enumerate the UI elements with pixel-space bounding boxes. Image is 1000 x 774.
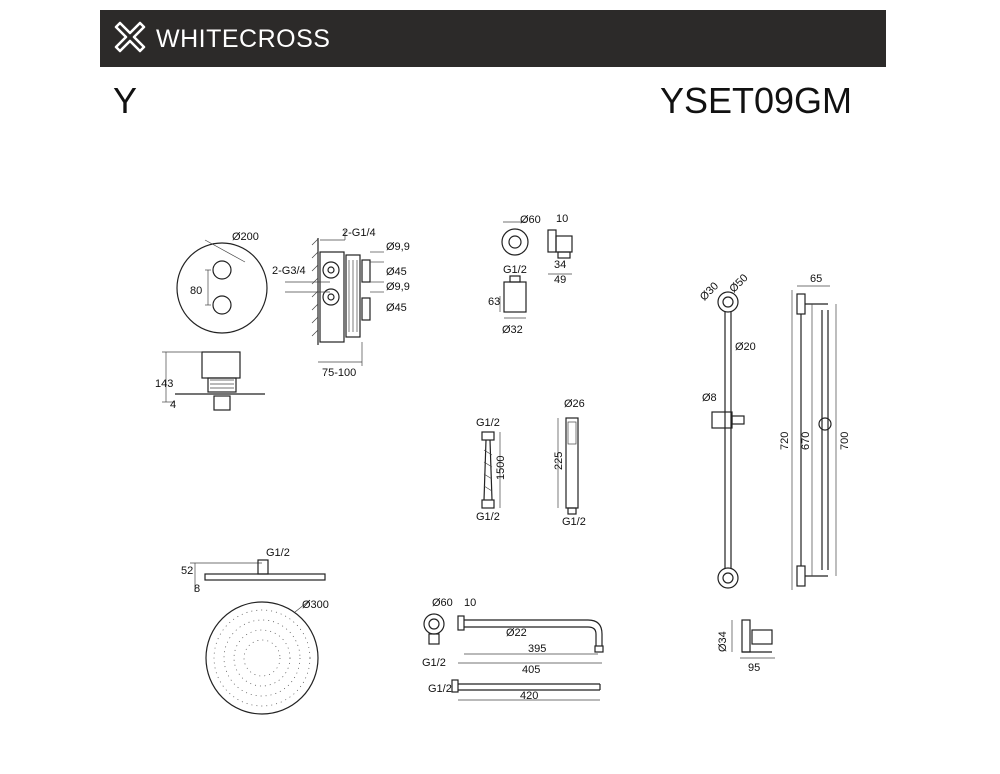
mixer-side-view: 143 4: [155, 351, 265, 411]
arm-pipe-diameter: Ø22: [506, 627, 527, 639]
rail-mid-height: 670: [800, 432, 812, 450]
arm-flange-diameter: Ø60: [432, 597, 453, 609]
head-shower-thread: G1/2: [266, 547, 290, 559]
rail-cap-diameter: Ø50: [727, 272, 750, 295]
outlet-depth-label: 63: [488, 296, 500, 308]
hand-shower-length: 225: [553, 452, 565, 470]
holder-width: 95: [748, 662, 760, 674]
wall-outlet-view: Ø60 10 34 49 G1/2 63 Ø32: [488, 213, 573, 336]
arm-length-2: 405: [522, 664, 540, 676]
cross-x-logo-icon: [112, 19, 148, 60]
mixer-front-view: Ø200 80: [176, 231, 268, 334]
model-code: YSET09GM: [659, 80, 852, 121]
hose-bottom-thread: G1/2: [476, 511, 500, 523]
rail-width-label: 65: [810, 273, 822, 285]
head-shower-height: 52: [181, 565, 193, 577]
mixer-plate-label: 4: [170, 399, 176, 411]
shower-arm-view: Ø60 G1/2 10 Ø22 395 405 G1/2 420: [422, 597, 604, 702]
hose-top-thread: G1/2: [476, 417, 500, 429]
outlet-offset-label: 10: [556, 213, 568, 225]
brand-logo: WHITECROSS: [112, 20, 330, 58]
outlet-thread-label: G1/2: [503, 264, 527, 276]
mixer-height-label: 143: [155, 378, 173, 390]
hand-shower-view: Ø26 225 G1/2: [553, 398, 586, 528]
outlet-diameter-label: Ø60: [520, 214, 541, 226]
rail-bracket-diameter: Ø30: [698, 280, 721, 303]
mixer-depth-label: 75-100: [322, 367, 356, 379]
series-letter: Y: [113, 80, 138, 121]
holder-diameter: Ø34: [717, 631, 729, 652]
hose-view: G1/2 G1/2 1500: [476, 417, 507, 523]
mixer-inlet-label: 2-G3/4: [272, 265, 306, 277]
rail-inner-height: 700: [839, 432, 851, 450]
arm-length-3: 420: [520, 690, 538, 702]
outlet-height-label: 34: [554, 259, 566, 271]
mixer-medium-diameter-1: Ø45: [386, 266, 407, 278]
head-shower-thickness: 8: [194, 583, 200, 595]
hose-length-label: 1500: [495, 456, 507, 480]
rail-pin-diameter: Ø8: [702, 392, 717, 404]
mixer-medium-diameter-2: Ø45: [386, 302, 407, 314]
mixer-small-diameter-1: Ø9,9: [386, 241, 410, 253]
brand-name: WHITECROSS: [156, 24, 331, 53]
hand-shower-thread: G1/2: [562, 516, 586, 528]
rail-bar-diameter: Ø20: [735, 341, 756, 353]
mixer-outlet-label: 2-G1/4: [342, 227, 376, 239]
mixer-diameter-label: Ø200: [232, 231, 259, 243]
slide-rail-view: Ø30 Ø50 Ø20 Ø8 720 65 670 700 Ø34 95: [698, 272, 851, 674]
mixer-small-diameter-2: Ø9,9: [386, 281, 410, 293]
arm-thread-label: G1/2: [422, 657, 446, 669]
mixer-spacing-label: 80: [190, 285, 202, 297]
arm-offset-label: 10: [464, 597, 476, 609]
rail-total-height: 720: [779, 432, 791, 450]
header-bar: [100, 10, 886, 67]
outlet-pipe-label: Ø32: [502, 324, 523, 336]
head-shower-diameter: Ø300: [302, 599, 329, 611]
head-shower-view: G1/2 52 8 Ø300: [181, 547, 329, 715]
mixer-body-view: 2-G1/4 2-G3/4 Ø9,9 Ø45 Ø9,9 Ø45 75-100: [272, 227, 410, 379]
outlet-length-label: 49: [554, 274, 566, 286]
arm-length-1: 395: [528, 643, 546, 655]
arm-thread-2-label: G1/2: [428, 683, 452, 695]
hand-shower-diameter: Ø26: [564, 398, 585, 410]
